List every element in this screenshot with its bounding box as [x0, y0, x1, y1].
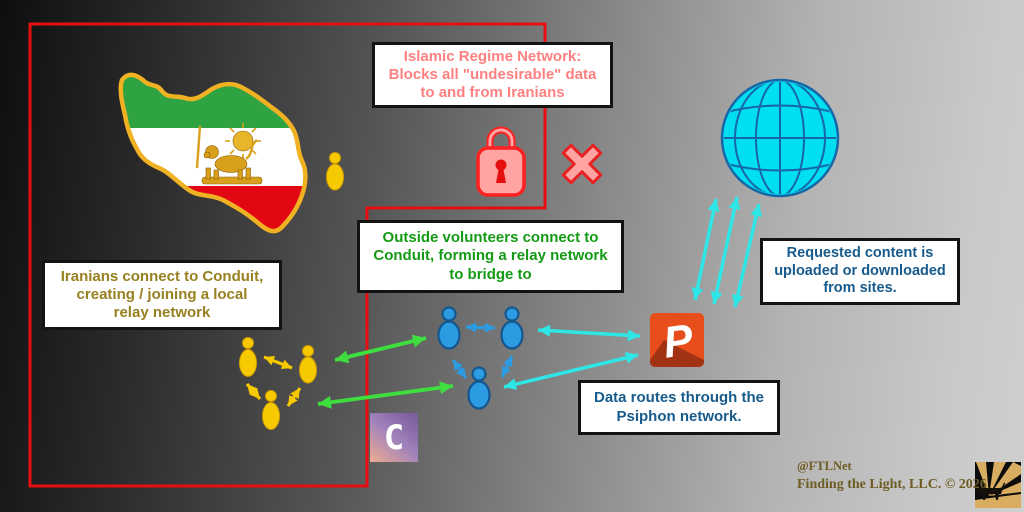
- person-icon: [262, 390, 280, 430]
- iranian-people-figures: [239, 152, 344, 430]
- lion-sun-emblem: [195, 123, 263, 185]
- outside-volunteers-label: Outside volunteers connect to Conduit, f…: [357, 220, 624, 293]
- conduit-letter: C: [384, 418, 404, 458]
- person-icon: [437, 306, 461, 350]
- ftl-handle: @FTLNet: [797, 459, 852, 473]
- iran-network-boundary: [28, 22, 547, 488]
- iranians-conduit-text: Iranians connect to Conduit, creating / …: [60, 267, 264, 322]
- person-icon: [326, 152, 344, 191]
- regime-block-text: Islamic Regime Network: Blocks all "unde…: [388, 47, 597, 102]
- iranians-conduit-label: Iranians connect to Conduit, creating / …: [42, 260, 282, 330]
- person-icon: [239, 337, 257, 377]
- person-icon: [299, 345, 317, 384]
- person-icon: [500, 306, 524, 350]
- globe-traffic-arrows: [691, 196, 763, 308]
- psiphon-logo: P: [650, 313, 704, 368]
- globe-icon: [720, 78, 840, 198]
- data-routes-label: Data routes through the Psiphon network.: [578, 380, 780, 435]
- ftl-lion-logo: [975, 462, 1021, 508]
- regime-block-label: Islamic Regime Network: Blocks all "unde…: [372, 42, 613, 108]
- requested-content-text: Requested content is uploaded or downloa…: [774, 244, 946, 297]
- psiphon-route-arrows: [503, 324, 641, 391]
- person-icon: [467, 366, 491, 410]
- x-icon: [561, 143, 603, 185]
- ftl-company: Finding the Light, LLC. © 2026: [797, 477, 987, 492]
- volunteer-people-figures: [437, 306, 524, 410]
- data-routes-text: Data routes through the Psiphon network.: [593, 389, 764, 425]
- padlock-icon: [476, 126, 526, 197]
- local-relay-arrows: [245, 355, 302, 407]
- iran-map: [118, 72, 308, 234]
- outside-volunteers-text: Outside volunteers connect to Conduit, f…: [373, 229, 608, 283]
- conduit-logo: C: [370, 413, 418, 462]
- requested-content-label: Requested content is uploaded or downloa…: [760, 238, 960, 305]
- bridge-arrows: [317, 334, 454, 409]
